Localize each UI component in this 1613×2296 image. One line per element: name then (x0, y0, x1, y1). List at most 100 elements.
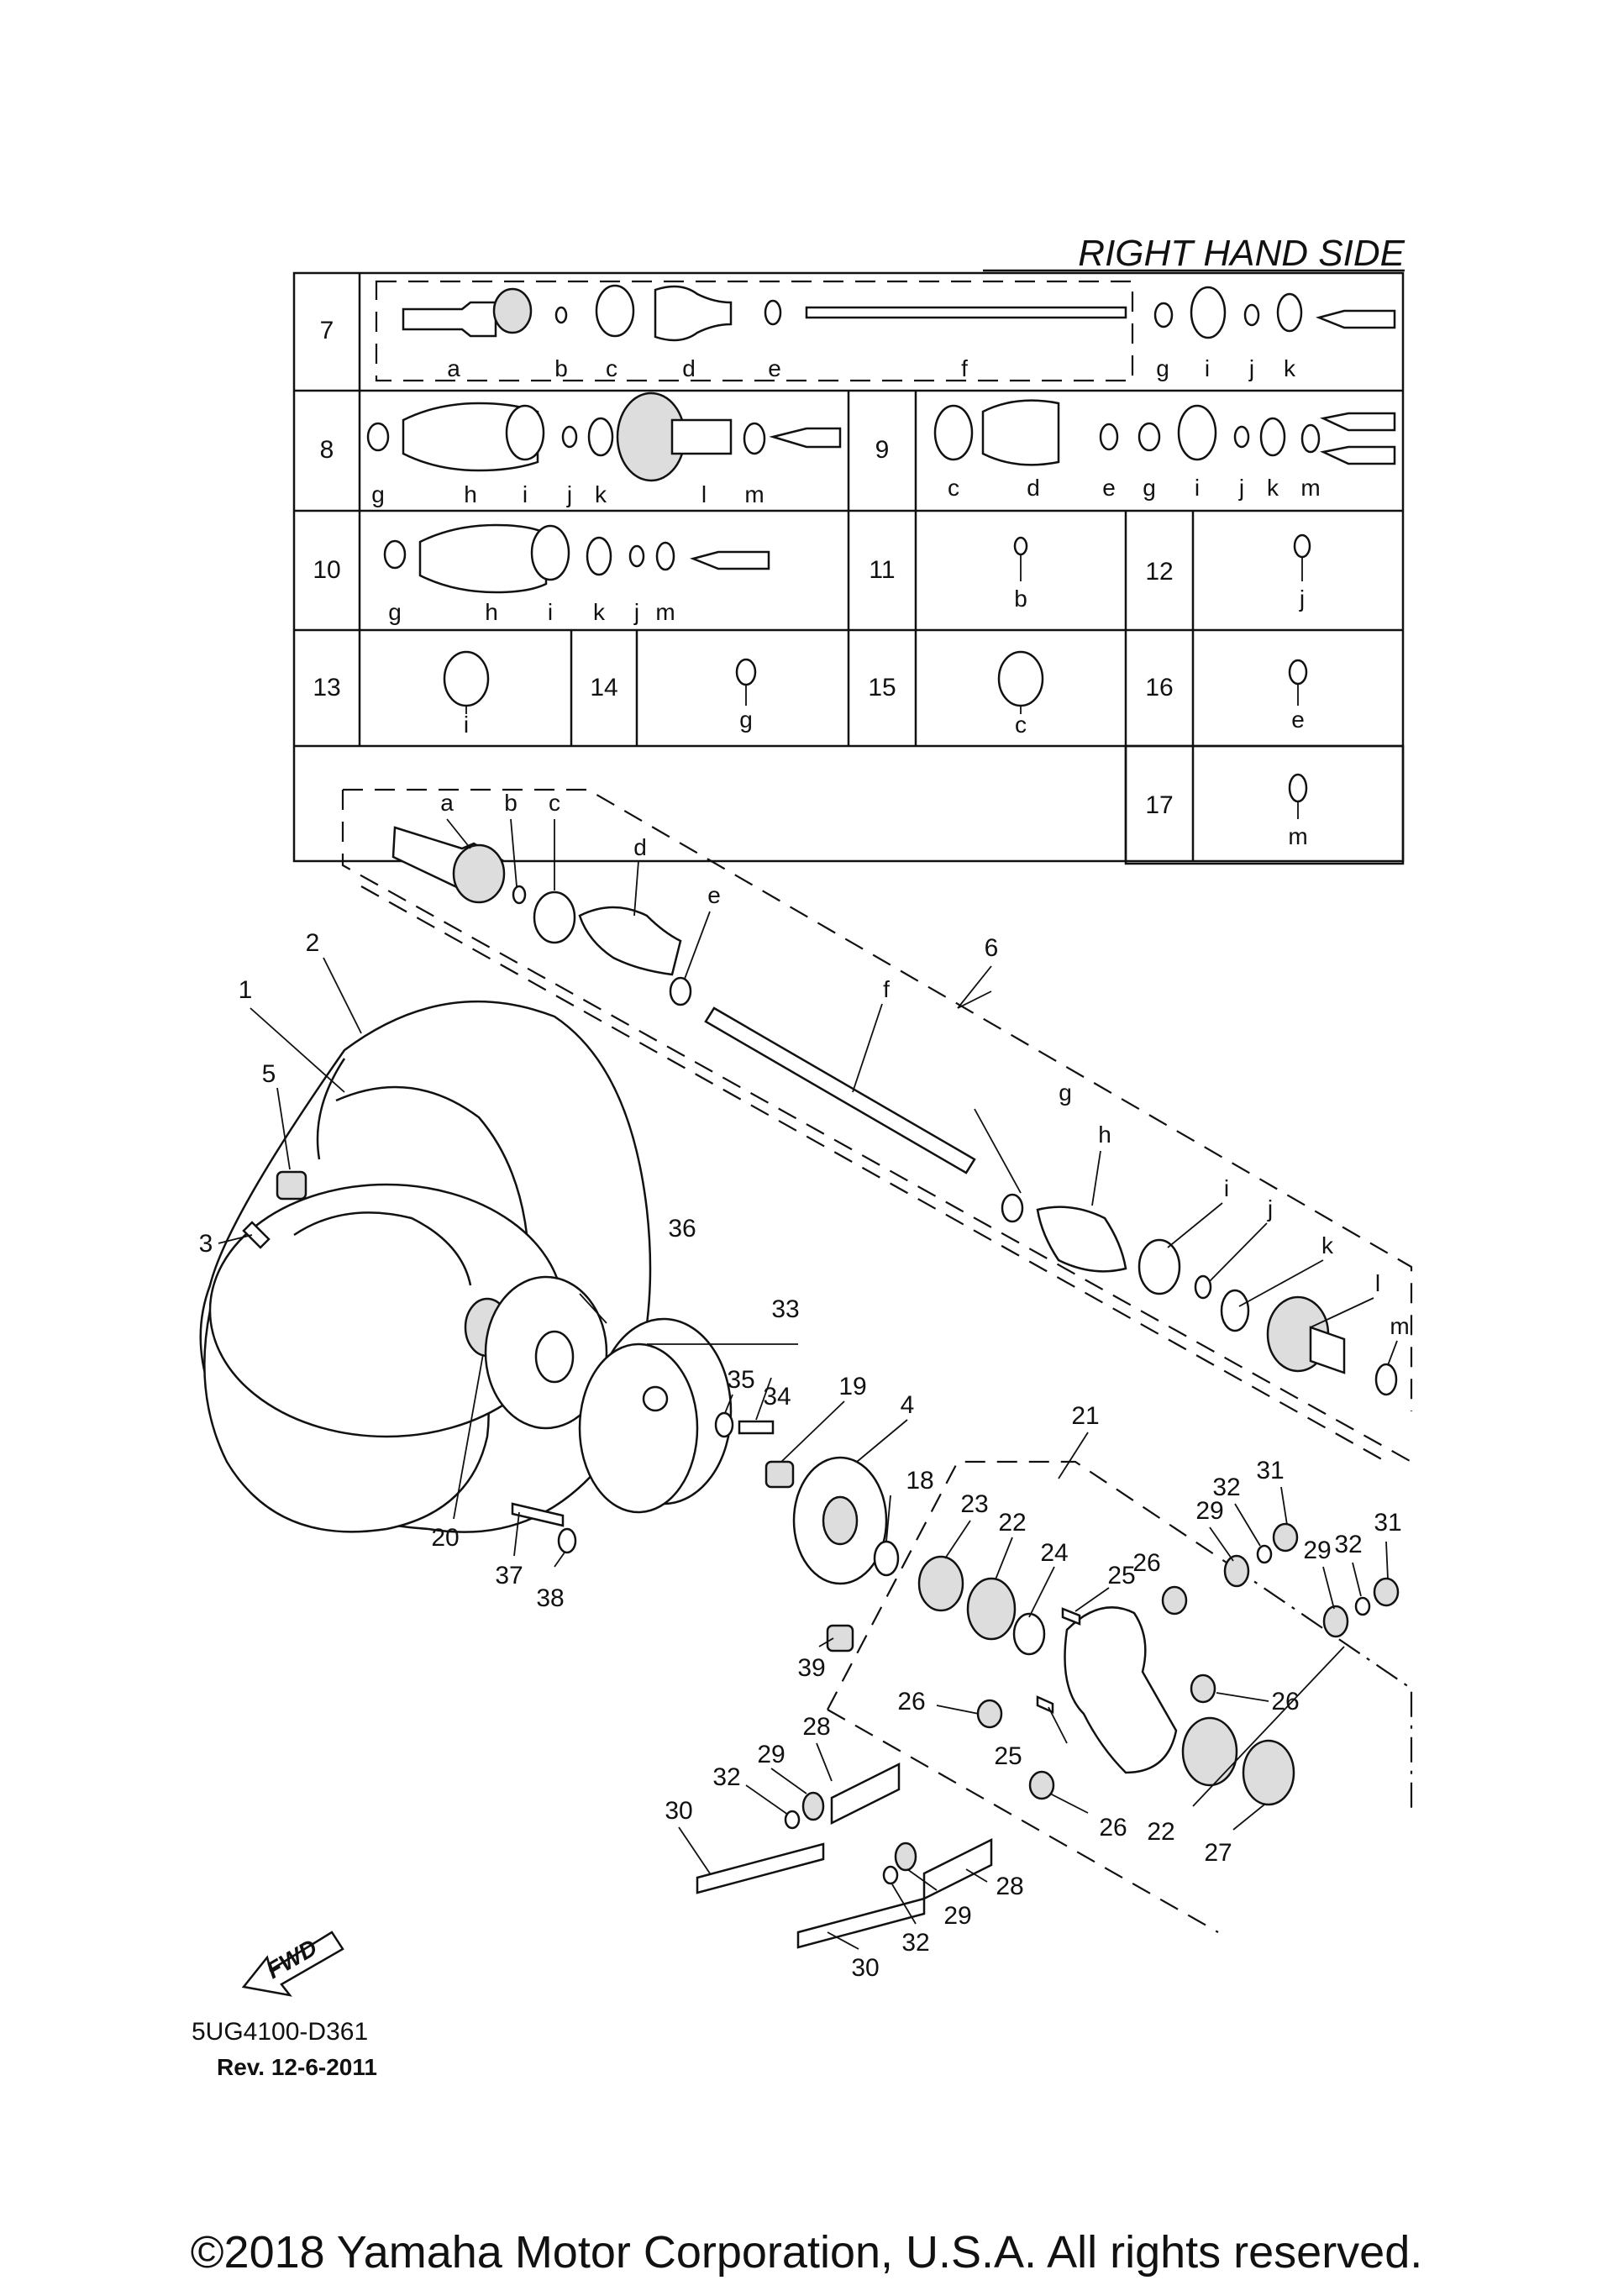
callout-2: 2 (306, 929, 320, 957)
callout-29d: 29 (1303, 1537, 1331, 1564)
callout-22a: 22 (998, 1509, 1026, 1537)
letter-leaders (446, 818, 1398, 1366)
label-d: d (633, 834, 647, 860)
wheel-assembly (199, 1000, 900, 1652)
callout-29c: 29 (1195, 1497, 1223, 1525)
callout-6: 6 (985, 934, 999, 962)
kit-7-letter-i: i (1205, 355, 1210, 381)
label-m: m (1390, 1313, 1409, 1339)
kit-7-letter-c: c (606, 355, 617, 381)
callout-3: 3 (199, 1230, 213, 1258)
kit-9-letter-e: e (1102, 475, 1116, 501)
callout-20: 20 (431, 1524, 459, 1552)
knuckle-assembly (696, 1460, 1413, 1949)
callout-27: 27 (1204, 1839, 1232, 1867)
kit-9-letter-g: g (1143, 475, 1156, 501)
kit-10-letter-i: i (548, 599, 553, 625)
kit-8-letter-l: l (701, 481, 707, 507)
kit-8-letter-g: g (371, 481, 385, 507)
callout-29a: 29 (757, 1741, 785, 1768)
label-b: b (504, 790, 518, 816)
callout-38: 38 (536, 1584, 564, 1612)
callout-26c: 26 (1271, 1688, 1299, 1715)
kit-no-15: 15 (868, 674, 896, 701)
callout-28b: 28 (996, 1873, 1023, 1900)
kit-7-letter-a: a (447, 355, 460, 381)
callout-leaders (218, 957, 1389, 1950)
kit-table (292, 271, 1405, 865)
label-k: k (1321, 1232, 1334, 1258)
label-l: l (1375, 1270, 1380, 1296)
label-c: c (549, 790, 560, 816)
kit-7-letter-k: k (1284, 355, 1296, 381)
callout-32a: 32 (1212, 1474, 1240, 1501)
kit-17-letter-m: m (1288, 823, 1307, 849)
kit-11-letter-b: b (1014, 586, 1027, 612)
kit-10-letter-k: k (593, 599, 606, 625)
label-g: g (1059, 1080, 1072, 1106)
label-i: i (1224, 1175, 1229, 1201)
callout-37: 37 (495, 1562, 523, 1589)
callout-29b: 29 (943, 1902, 971, 1930)
callout-30a: 30 (665, 1797, 692, 1825)
callout-24: 24 (1040, 1539, 1068, 1567)
diagram-letter-labels: a b c d e f g h i j k l m (440, 790, 1409, 1339)
callout-numbers: 1 2 3 4 5 6 18 19 20 21 22 22 23 24 25 2… (199, 929, 1402, 1982)
kit-no-9: 9 (875, 436, 890, 464)
callout-28a: 28 (802, 1713, 830, 1741)
kit-13-letter-i: i (464, 712, 469, 738)
kit-no-12: 12 (1145, 558, 1173, 586)
callout-1: 1 (239, 976, 253, 1004)
drive-shaft-assembly (341, 788, 1413, 1463)
callout-32c: 32 (712, 1763, 740, 1791)
kit-no-13: 13 (313, 674, 340, 701)
kit-15-letter-c: c (1015, 712, 1027, 738)
kit-14-letter-g: g (739, 707, 753, 733)
kit-9-letter-j: j (1238, 475, 1244, 501)
label-h: h (1098, 1122, 1111, 1148)
callout-19: 19 (838, 1373, 866, 1400)
fwd-arrow-icon: FWD (241, 1931, 344, 1997)
kit-single-parts: b j i g c e m (443, 533, 1311, 849)
callout-22b: 22 (1147, 1818, 1174, 1846)
kit-7-letter-d: d (682, 355, 696, 381)
callout-4: 4 (901, 1391, 915, 1419)
kit-no-11: 11 (869, 556, 895, 584)
kit-9-letter-c: c (948, 475, 959, 501)
kit-7-letter-j: j (1248, 355, 1254, 381)
kit-9-letter-i: i (1195, 475, 1200, 501)
callout-35: 35 (727, 1366, 754, 1394)
kit-7-letter-e: e (768, 355, 781, 381)
kit-10-letter-h: h (485, 599, 498, 625)
kit-no-8: 8 (320, 436, 334, 464)
kit-12-letter-j: j (1299, 586, 1305, 612)
callout-26a: 26 (1132, 1549, 1160, 1577)
kit-no-10: 10 (313, 556, 340, 584)
kit-numbers: 7 8 9 10 11 12 13 14 15 16 17 (313, 317, 1173, 819)
kit-9-letter-m: m (1300, 475, 1320, 501)
drawing-code: 5UG4100-D361 (192, 2018, 368, 2046)
kit-9-letter-d: d (1027, 475, 1040, 501)
kit-8-letter-m: m (744, 481, 764, 507)
kit-10-letter-g: g (388, 599, 402, 625)
callout-25a: 25 (1107, 1562, 1135, 1589)
callout-39: 39 (797, 1654, 825, 1682)
kit-no-17: 17 (1145, 791, 1173, 819)
kit-9-parts: c d e g i j k m (933, 399, 1396, 501)
callout-32d: 32 (901, 1929, 929, 1957)
diagram-title: RIGHT HAND SIDE (1078, 233, 1405, 274)
callout-25b: 25 (994, 1742, 1022, 1770)
label-e: e (707, 882, 721, 908)
kit-no-16: 16 (1145, 674, 1173, 701)
kit-7-parts: a b c d e f g i j k (402, 284, 1396, 381)
kit-no-14: 14 (590, 674, 617, 701)
kit-9-letter-k: k (1267, 475, 1279, 501)
callout-5: 5 (262, 1060, 276, 1088)
callout-31b: 31 (1374, 1509, 1401, 1537)
kit-no-7: 7 (320, 317, 334, 344)
callout-34: 34 (763, 1383, 791, 1411)
callout-18: 18 (906, 1467, 933, 1495)
kit-7-letter-f: f (961, 355, 968, 381)
callout-32b: 32 (1334, 1531, 1362, 1558)
label-a: a (440, 790, 454, 816)
